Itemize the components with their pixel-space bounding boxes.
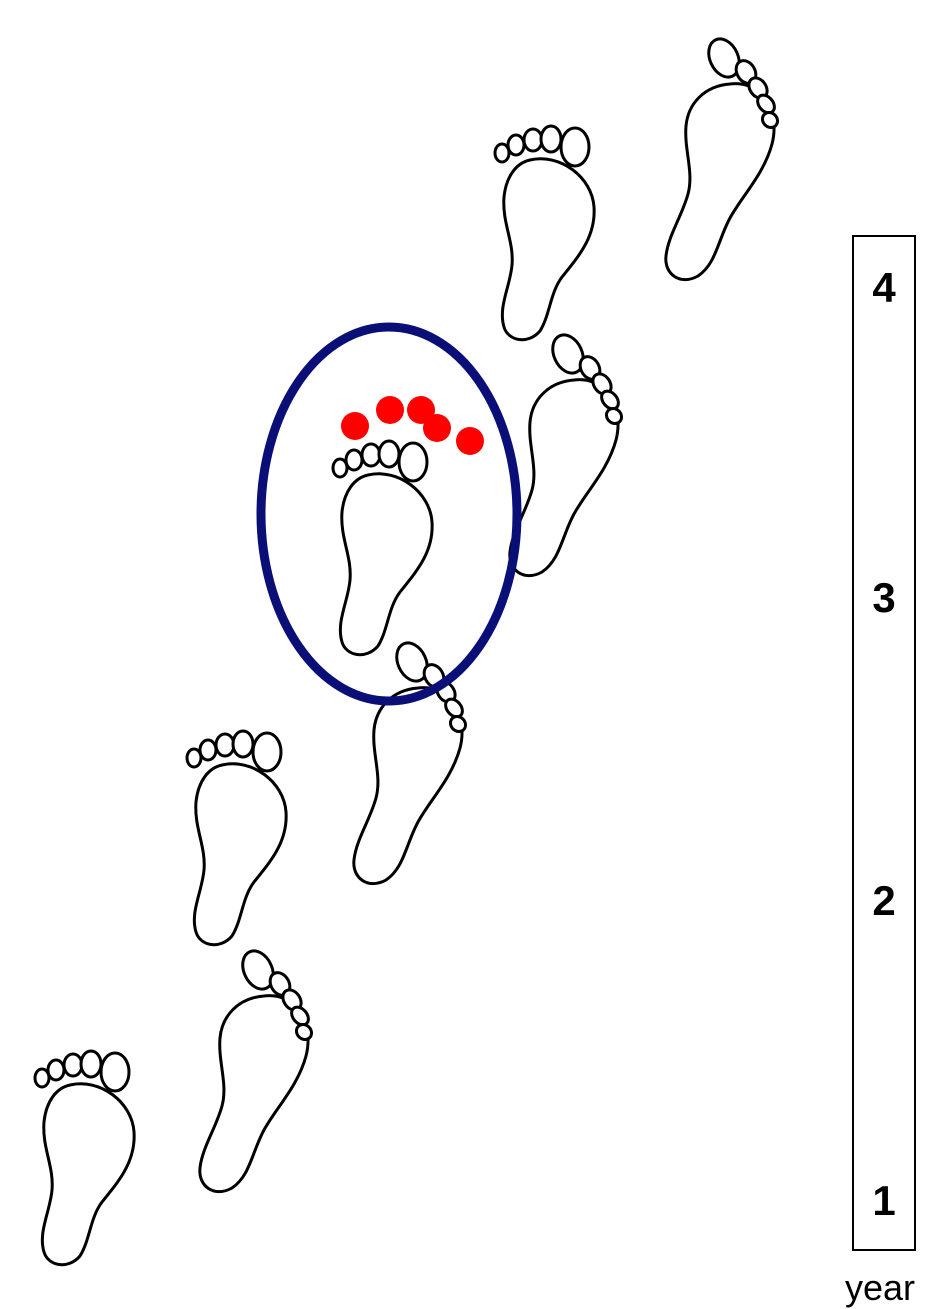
left-footprint-icon — [495, 126, 594, 340]
left-footprint-icon — [187, 731, 286, 945]
timeline-unit-label: year — [845, 1267, 915, 1308]
timeline-tick-4: 4 — [872, 264, 896, 311]
toe-marker-2 — [376, 396, 404, 424]
timeline-tick-2: 2 — [872, 877, 895, 924]
left-footprint-icon — [35, 1051, 134, 1265]
timeline-tick-3: 3 — [872, 574, 895, 621]
toe-marker-5 — [456, 427, 484, 455]
left-footprint-icon — [333, 441, 432, 655]
toe-marker-1 — [341, 412, 369, 440]
right-footprint-icon — [510, 330, 625, 576]
timeline-bar — [853, 236, 915, 1250]
right-footprint-icon — [200, 946, 315, 1192]
toe-marker-4 — [423, 414, 451, 442]
right-footprint-icon — [666, 34, 781, 280]
timeline-tick-1: 1 — [872, 1177, 895, 1224]
